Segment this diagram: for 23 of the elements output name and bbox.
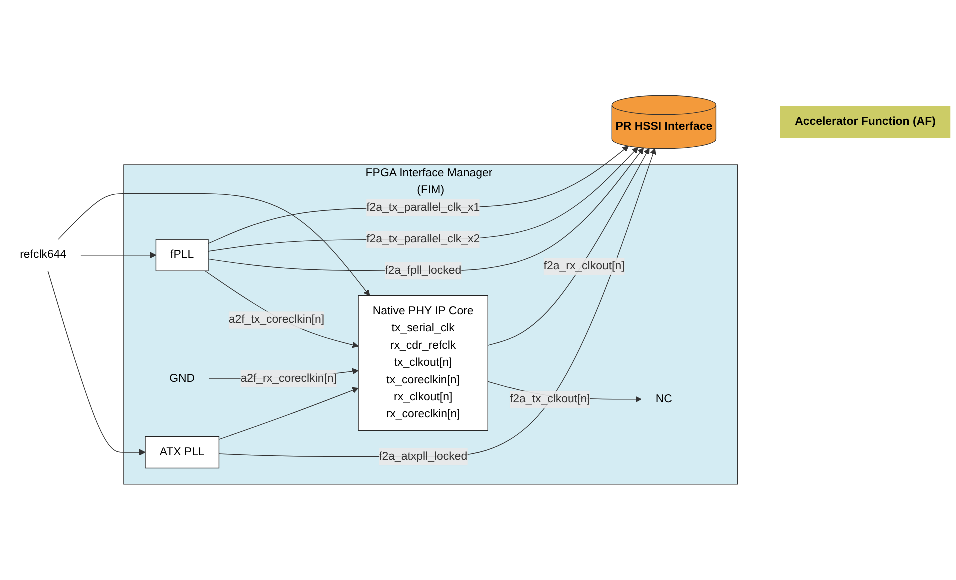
node-text: refclk644: [20, 248, 67, 262]
arrow: [208, 148, 644, 272]
node-box: Accelerator Function (AF): [780, 106, 951, 138]
edge-label: f2a_tx_parallel_clk_x2: [366, 233, 480, 246]
node-box: fPLL: [156, 239, 209, 272]
arrow: [218, 387, 359, 440]
arrow: [58, 193, 370, 296]
node-box: Native PHY IP Core tx_serial_clk rx_cdr_refclk tx_clkout[n] tx_coreclkin[n] rx_clkout[n] rx_coreclkin[n]: [358, 295, 488, 431]
arrow: [488, 148, 650, 346]
edge-label: f2a_atxpll_locked: [379, 450, 468, 463]
edge-label: a2f_tx_coreclkin[n]: [228, 314, 325, 326]
edge-label: f2a_tx_parallel_clk_x1: [366, 202, 480, 214]
node-box: ATX PLL: [145, 436, 220, 469]
arrow: [80, 252, 156, 258]
arrow: [204, 270, 359, 348]
edge-label: f2a_fpll_locked: [385, 264, 462, 277]
node-text: GND: [170, 372, 196, 385]
edge-label: a2f_rx_coreclkin[n]: [240, 372, 338, 385]
node-text: NC: [656, 392, 672, 406]
edge-label: f2a_rx_clkout[n]: [544, 260, 625, 272]
arrow: [48, 270, 146, 456]
arrow: [218, 148, 656, 458]
edge-label: f2a_tx_clkout[n]: [510, 392, 590, 406]
